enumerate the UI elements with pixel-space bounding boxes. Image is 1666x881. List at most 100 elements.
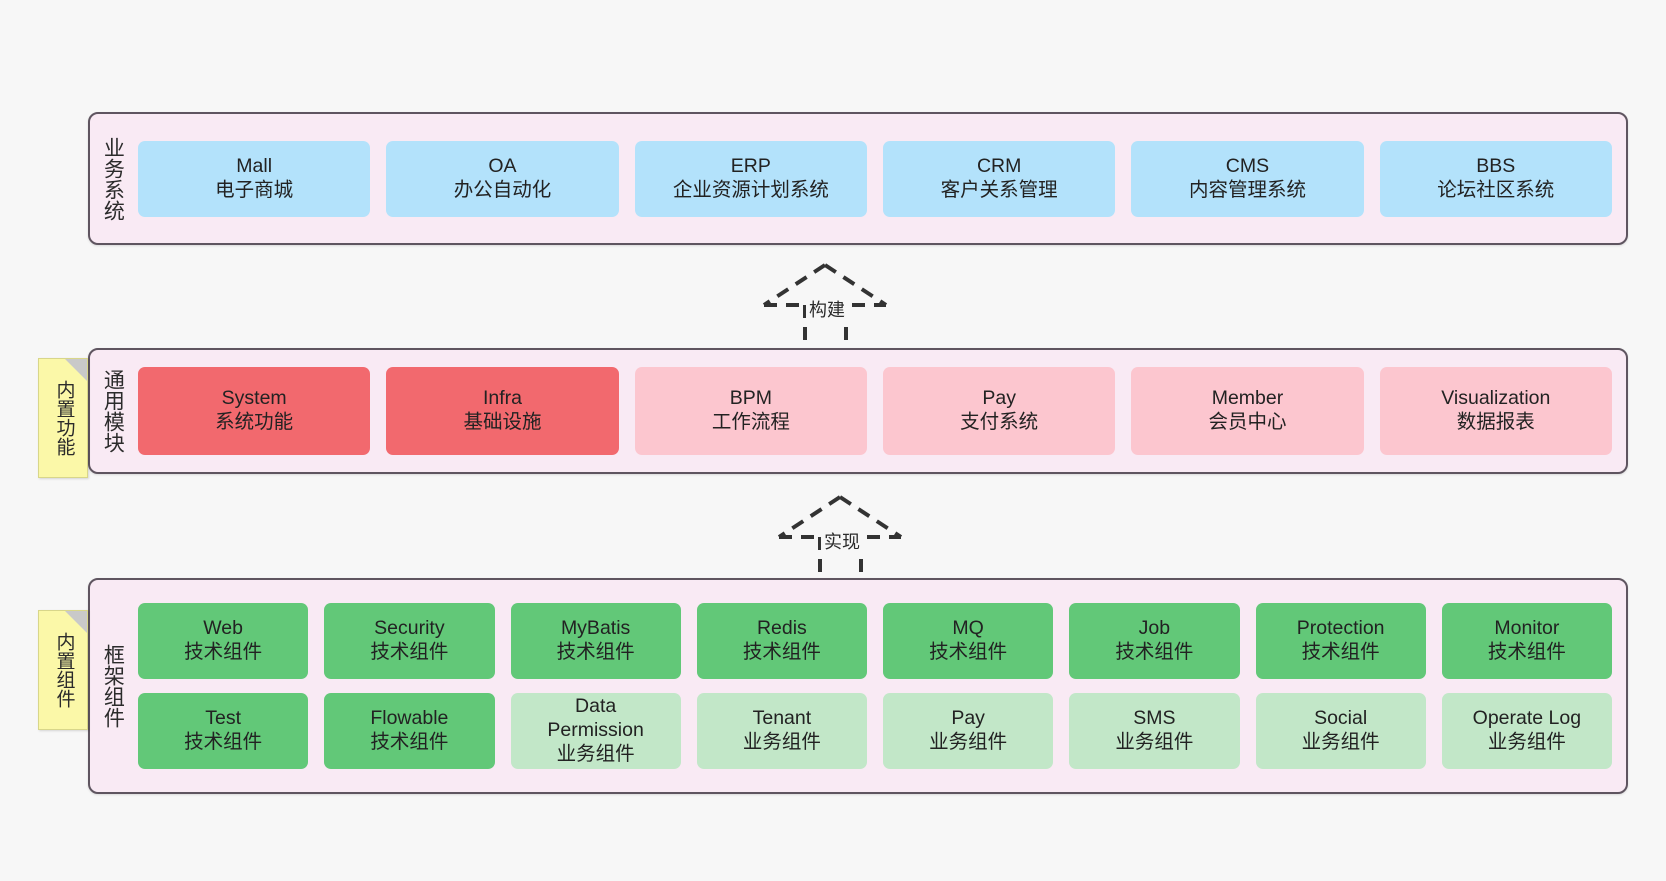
card-title: SMS: [1133, 707, 1176, 730]
connector-build: 构建: [750, 258, 910, 348]
card-subtitle: 工作流程: [711, 411, 790, 433]
card-subtitle: 技术组件: [370, 731, 449, 753]
note-builtin-component: 内置组件: [38, 610, 88, 730]
card-web[interactable]: Web 技术组件: [138, 603, 309, 679]
layer-title-framework-component: 框架组件: [101, 644, 125, 728]
card-subtitle: 数据报表: [1456, 411, 1535, 433]
note-fold-corner-icon: [65, 359, 87, 381]
card-title: ERP: [730, 154, 771, 177]
card-system[interactable]: System 系统功能: [138, 367, 371, 455]
connector-implement: 实现: [765, 490, 925, 580]
layer-title-common-module: 通用模块: [101, 369, 125, 453]
card-title: Visualization: [1441, 387, 1551, 410]
card-subtitle: 业务组件: [1115, 731, 1194, 753]
card-erp[interactable]: ERP 企业资源计划系统: [634, 140, 867, 217]
card-title: Web: [203, 617, 243, 640]
card-protection[interactable]: Protection 技术组件: [1255, 603, 1426, 679]
card-subtitle: 技术组件: [1115, 641, 1194, 663]
card-title: Infra: [482, 387, 522, 410]
layer-body-common-module: System 系统功能 Infra 基础设施 BPM 工作流程 Pay 支付系统…: [134, 350, 1626, 472]
card-title: BBS: [1476, 154, 1516, 177]
card-cms[interactable]: CMS 内容管理系统: [1131, 140, 1364, 217]
layer-common-module: 通用模块 System 系统功能 Infra 基础设施 BPM 工作流程 Pay…: [88, 348, 1628, 474]
card-row: Web 技术组件 Security 技术组件 MyBatis 技术组件 Redi…: [138, 603, 1612, 679]
card-subtitle: 办公自动化: [453, 178, 552, 201]
card-title: Mall: [236, 154, 273, 177]
card-title: Tenant: [752, 707, 812, 730]
note-fold-corner-icon: [65, 611, 87, 633]
card-subtitle: 技术组件: [1487, 641, 1566, 663]
connector-implement-label: 实现: [821, 528, 863, 554]
card-operate-log[interactable]: Operate Log 业务组件: [1441, 693, 1612, 769]
card-monitor[interactable]: Monitor 技术组件: [1441, 603, 1612, 679]
card-title: Monitor: [1494, 617, 1560, 640]
card-pay[interactable]: Pay 支付系统: [882, 367, 1116, 455]
card-subtitle: 业务组件: [556, 742, 635, 765]
card-subtitle: 论坛社区系统: [1437, 178, 1555, 201]
card-bbs[interactable]: BBS 论坛社区系统: [1379, 140, 1612, 217]
card-title: Pay: [951, 707, 985, 730]
layer-body-business-system: Mall 电子商城 OA 办公自动化 ERP 企业资源计划系统 CRM 客户关系…: [134, 114, 1626, 243]
layer-title-business-system: 业务系统: [101, 136, 125, 221]
card-subtitle: 支付系统: [960, 411, 1039, 433]
card-tenant[interactable]: Tenant 业务组件: [696, 693, 867, 769]
card-subtitle: 技术组件: [184, 641, 263, 663]
card-mq[interactable]: MQ 技术组件: [883, 603, 1054, 679]
card-row: Test 技术组件 Flowable 技术组件 Data Permission …: [138, 693, 1612, 769]
card-subtitle: 基础设施: [463, 411, 542, 433]
card-redis[interactable]: Redis 技术组件: [696, 603, 867, 679]
layer-framework-component: 框架组件 Web 技术组件 Security 技术组件 MyBatis 技术组件…: [88, 578, 1628, 794]
card-title: System: [221, 387, 287, 410]
card-flowable[interactable]: Flowable 技术组件: [324, 693, 495, 769]
card-title: Redis: [756, 617, 807, 640]
card-mybatis[interactable]: MyBatis 技术组件: [510, 603, 681, 679]
card-title: Social: [1314, 707, 1368, 730]
card-subtitle: 技术组件: [1301, 641, 1380, 663]
card-title: OA: [488, 154, 517, 177]
connector-build-label: 构建: [806, 296, 848, 322]
card-data-permission[interactable]: Data Permission 业务组件: [510, 693, 681, 769]
card-member[interactable]: Member 会员中心: [1131, 367, 1364, 455]
layer-business-system: 业务系统 Mall 电子商城 OA 办公自动化 ERP 企业资源计划系统 CRM…: [88, 112, 1628, 245]
card-subtitle: 业务组件: [929, 731, 1008, 753]
card-subtitle: 企业资源计划系统: [672, 178, 829, 201]
card-row: System 系统功能 Infra 基础设施 BPM 工作流程 Pay 支付系统…: [138, 367, 1612, 455]
note-text: 内置组件: [53, 632, 75, 708]
card-subtitle: 业务组件: [742, 731, 821, 753]
card-title: Security: [374, 617, 445, 640]
note-builtin-function: 内置功能: [38, 358, 88, 478]
card-subtitle: 技术组件: [184, 731, 263, 753]
card-pay-business[interactable]: Pay 业务组件: [883, 693, 1054, 769]
card-title: Operate Log: [1472, 707, 1582, 730]
card-title: CRM: [976, 154, 1022, 177]
card-title: Protection: [1296, 617, 1385, 640]
card-infra[interactable]: Infra 基础设施: [386, 367, 619, 455]
card-title: MQ: [952, 617, 984, 640]
card-social[interactable]: Social 业务组件: [1255, 693, 1426, 769]
card-subtitle: 技术组件: [556, 641, 635, 663]
note-text: 内置功能: [53, 380, 75, 456]
card-title: CMS: [1225, 154, 1270, 177]
card-mall[interactable]: Mall 电子商城: [138, 140, 371, 217]
card-sms[interactable]: SMS 业务组件: [1069, 693, 1240, 769]
card-title: Member: [1211, 387, 1284, 410]
card-subtitle: 电子商城: [215, 178, 294, 201]
card-job[interactable]: Job 技术组件: [1069, 603, 1240, 679]
card-visualization[interactable]: Visualization 数据报表: [1379, 367, 1612, 455]
card-title: Data Permission: [547, 695, 644, 742]
card-title: Pay: [982, 387, 1016, 410]
card-crm[interactable]: CRM 客户关系管理: [882, 140, 1116, 217]
card-test[interactable]: Test 技术组件: [138, 693, 309, 769]
card-bpm[interactable]: BPM 工作流程: [634, 367, 867, 455]
card-title: Test: [205, 707, 241, 730]
card-security[interactable]: Security 技术组件: [324, 603, 495, 679]
card-subtitle: 会员中心: [1208, 411, 1287, 433]
card-oa[interactable]: OA 办公自动化: [386, 140, 619, 217]
card-title: MyBatis: [560, 617, 631, 640]
card-subtitle: 业务组件: [1487, 731, 1566, 753]
card-subtitle: 技术组件: [742, 641, 821, 663]
card-title: Job: [1138, 617, 1171, 640]
card-title: Flowable: [370, 707, 449, 730]
layer-body-framework-component: Web 技术组件 Security 技术组件 MyBatis 技术组件 Redi…: [134, 580, 1626, 792]
